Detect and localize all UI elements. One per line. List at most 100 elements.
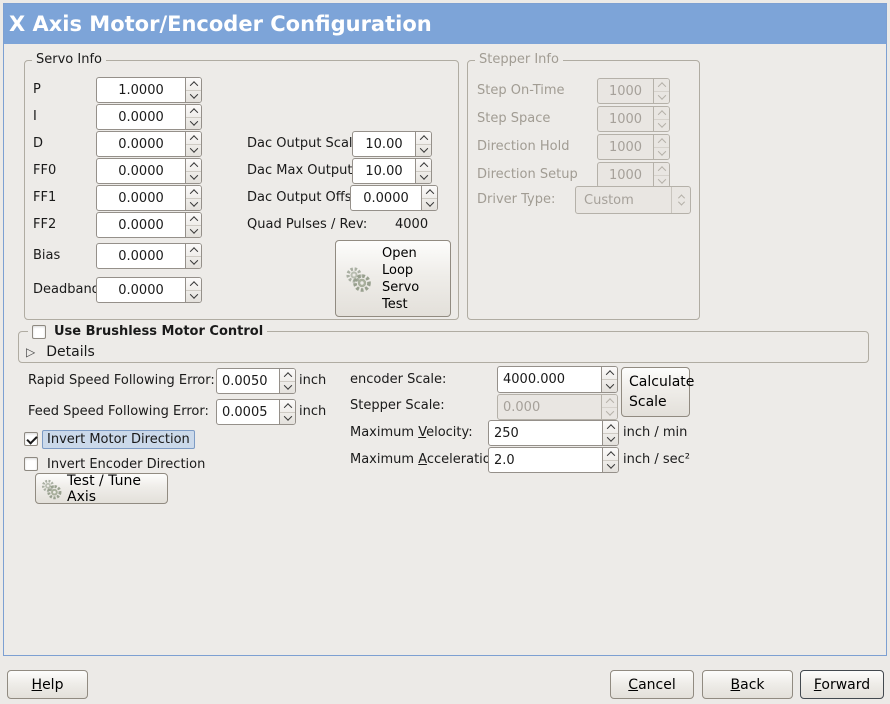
spin-down-button[interactable] xyxy=(280,412,295,425)
spin-down-button[interactable] xyxy=(416,144,431,157)
page-title: X Axis Motor/Encoder Configuration xyxy=(9,12,432,36)
step-on-time-spinbox xyxy=(597,78,670,104)
use-brushless-checkbox[interactable] xyxy=(32,324,46,339)
test-tune-axis-label: Test / Tune Axis xyxy=(67,472,141,505)
feed-following-error-label: Feed Speed Following Error: xyxy=(28,404,209,419)
cancel-button[interactable]: Cancel xyxy=(610,670,694,699)
feed-following-error-input[interactable] xyxy=(217,400,279,424)
direction-hold-input xyxy=(598,135,653,159)
maximum-acceleration-input[interactable] xyxy=(489,448,602,472)
spin-down-button[interactable] xyxy=(186,290,201,303)
caret-down-icon xyxy=(189,290,198,300)
spin-down-button[interactable] xyxy=(602,380,617,392)
open-loop-servo-test-button[interactable]: Open Loop Servo Test xyxy=(335,240,451,317)
spin-down-button[interactable] xyxy=(603,460,618,473)
spin-up-button[interactable] xyxy=(603,448,618,461)
spin-down-button[interactable] xyxy=(603,433,618,446)
p-input[interactable] xyxy=(97,78,185,102)
spin-up-button[interactable] xyxy=(186,105,201,118)
invert-encoder-direction-checkbox[interactable] xyxy=(24,457,38,471)
test-tune-axis-button[interactable]: Test / Tune Axis xyxy=(35,472,168,505)
forward-button[interactable]: Forward xyxy=(800,670,884,699)
caret-up-icon xyxy=(283,371,292,381)
rapid-following-error-input[interactable] xyxy=(217,369,279,393)
spin-down-button[interactable] xyxy=(280,381,295,394)
d-input[interactable] xyxy=(97,132,185,156)
spin-up-button[interactable] xyxy=(186,278,201,291)
dac-output-offset-input[interactable] xyxy=(351,186,421,210)
back-button[interactable]: Back xyxy=(702,670,793,699)
spin-up-button[interactable] xyxy=(416,159,431,172)
dac-max-output-input[interactable] xyxy=(353,159,415,183)
rapid-following-error-spinbox xyxy=(216,368,296,394)
encoder-scale-label: encoder Scale: xyxy=(350,372,447,387)
servo-info-legend: Servo Info xyxy=(32,53,106,67)
spin-up-button[interactable] xyxy=(280,369,295,382)
caret-down-icon xyxy=(657,175,666,185)
spin-down-button[interactable] xyxy=(186,117,201,130)
use-brushless-checkbox-row[interactable]: Use Brushless Motor Control xyxy=(28,324,268,339)
i-label: I xyxy=(33,109,37,124)
spin-up-button[interactable] xyxy=(416,132,431,145)
spin-down-button xyxy=(654,91,669,104)
spin-up-button[interactable] xyxy=(186,213,201,226)
calculate-scale-button[interactable]: Calculate Scale xyxy=(621,367,694,417)
deadband-input[interactable] xyxy=(97,278,185,302)
p-spinbox xyxy=(96,77,202,103)
encoder-scale-input[interactable] xyxy=(498,367,601,392)
invert-motor-direction-checkbox[interactable] xyxy=(24,432,38,446)
spin-up-button[interactable] xyxy=(186,186,201,199)
maximum-velocity-input[interactable] xyxy=(489,421,602,445)
ff2-input[interactable] xyxy=(97,213,185,237)
spin-up-button[interactable] xyxy=(186,159,201,172)
caret-down-icon xyxy=(657,147,666,157)
spin-down-button xyxy=(654,147,669,160)
caret-up-icon xyxy=(189,246,198,256)
expander-triangle-icon: ▷ xyxy=(26,345,36,359)
cancel-button-label: Cancel xyxy=(628,676,676,693)
gears-icon xyxy=(346,266,371,292)
ff0-input[interactable] xyxy=(97,159,185,183)
details-expander[interactable]: ▷ Details xyxy=(26,343,95,361)
caret-down-icon xyxy=(189,198,198,208)
rapid-following-error-unit: inch xyxy=(299,373,327,388)
spin-up-button[interactable] xyxy=(422,186,437,199)
bias-input[interactable] xyxy=(97,244,185,268)
spin-down-button[interactable] xyxy=(422,198,437,211)
back-button-label: Back xyxy=(730,676,765,693)
spin-down-button[interactable] xyxy=(416,171,431,184)
spin-down-button[interactable] xyxy=(186,90,201,103)
i-input[interactable] xyxy=(97,105,185,129)
brushless-frame xyxy=(18,331,869,363)
spin-up-button[interactable] xyxy=(186,244,201,257)
stepper-scale-label: Stepper Scale: xyxy=(350,398,445,413)
spin-up-button xyxy=(654,79,669,92)
caret-up-icon xyxy=(605,370,614,379)
spin-down-button[interactable] xyxy=(186,144,201,157)
spin-up-button[interactable] xyxy=(602,367,617,380)
spin-up-button[interactable] xyxy=(186,132,201,145)
spin-down-button[interactable] xyxy=(186,256,201,269)
spin-up-button[interactable] xyxy=(603,421,618,434)
dac-output-scale-input[interactable] xyxy=(353,132,415,156)
spin-up-button xyxy=(654,163,669,176)
open-loop-servo-test-label: Open Loop Servo Test xyxy=(382,245,420,312)
step-space-input xyxy=(598,107,653,131)
spin-up-button[interactable] xyxy=(280,400,295,413)
spin-down-button[interactable] xyxy=(186,225,201,238)
ff1-input[interactable] xyxy=(97,186,185,210)
invert-encoder-direction-row[interactable]: Invert Encoder Direction xyxy=(24,454,205,474)
ff2-label: FF2 xyxy=(33,217,57,232)
invert-motor-direction-row[interactable]: Invert Motor Direction xyxy=(24,429,195,449)
p-label: P xyxy=(33,82,41,97)
dac-output-offset-label: Dac Output Offset: xyxy=(247,190,369,205)
caret-down-icon xyxy=(189,171,198,181)
help-button[interactable]: Help xyxy=(7,670,88,699)
ff1-label: FF1 xyxy=(33,190,57,205)
invert-motor-direction-label: Invert Motor Direction xyxy=(42,429,195,449)
maximum-velocity-spinbox xyxy=(488,420,619,446)
spin-up-button[interactable] xyxy=(186,78,201,91)
spin-down-button[interactable] xyxy=(186,198,201,211)
spin-down-button[interactable] xyxy=(186,171,201,184)
maximum-acceleration-spinbox xyxy=(488,447,619,473)
